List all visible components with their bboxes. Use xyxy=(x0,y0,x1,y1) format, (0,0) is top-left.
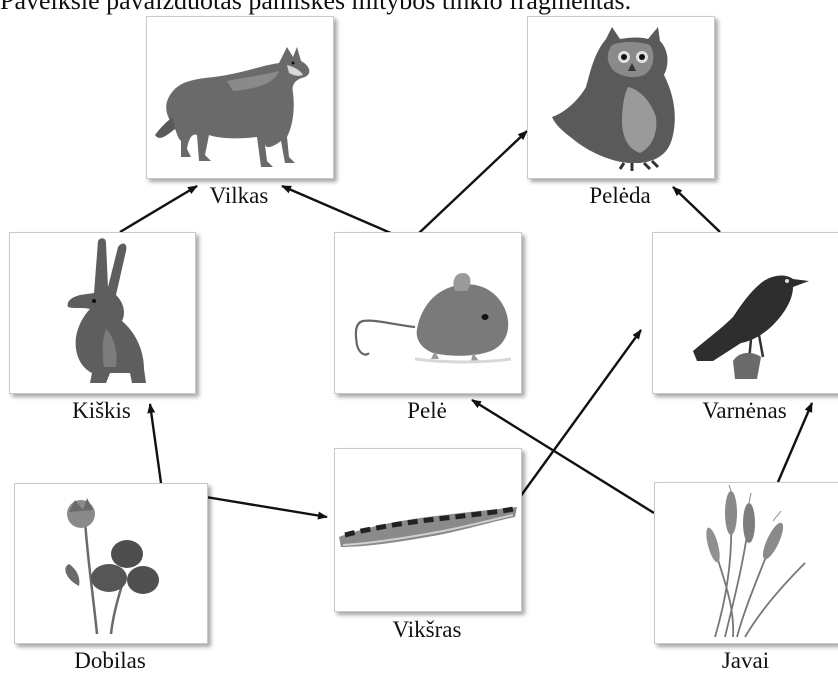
label-varnenas: Varnėnas xyxy=(702,398,787,423)
label-kiskis: Kiškis xyxy=(72,398,131,423)
label-javai: Javai xyxy=(721,648,770,673)
arrow-javai-varnenas xyxy=(776,402,814,483)
card-peleda xyxy=(527,16,715,179)
card-varnenas xyxy=(652,232,838,394)
card-viksras xyxy=(334,448,522,612)
card-vilkas xyxy=(146,16,334,179)
diagram-heading: Paveiksle pavaizduotas pamiškės mitybos … xyxy=(0,0,632,15)
grain-image xyxy=(706,484,806,638)
arrow-dobilas-viksras xyxy=(205,495,328,520)
arrow-pele-peleda xyxy=(417,130,528,235)
label-vilkas: Vilkas xyxy=(209,183,269,208)
arrow-javai-pele xyxy=(471,398,655,515)
card-javai xyxy=(654,482,838,644)
starling-image xyxy=(693,275,809,379)
label-dobilas: Dobilas xyxy=(74,648,146,673)
owl-image xyxy=(552,27,675,171)
label-viksras: Vikšras xyxy=(392,617,462,642)
card-pele xyxy=(334,232,522,394)
clover-image xyxy=(65,498,159,635)
wolf-image xyxy=(155,47,310,167)
card-dobilas xyxy=(14,483,208,644)
mouse-image xyxy=(354,273,512,364)
card-kiskis xyxy=(9,232,196,394)
label-peleda: Pelėda xyxy=(589,183,651,208)
arrow-varnenas-peleda xyxy=(672,186,721,233)
arrow-kiskis-vilkas xyxy=(119,184,198,234)
label-pele: Pelė xyxy=(407,398,447,423)
arrow-pele-vilkas xyxy=(281,184,394,236)
hare-image xyxy=(67,238,146,383)
caterpillar-image xyxy=(339,506,517,547)
arrow-viksras-varnenas xyxy=(519,329,642,498)
arrow-dobilas-kiskis xyxy=(147,403,163,484)
